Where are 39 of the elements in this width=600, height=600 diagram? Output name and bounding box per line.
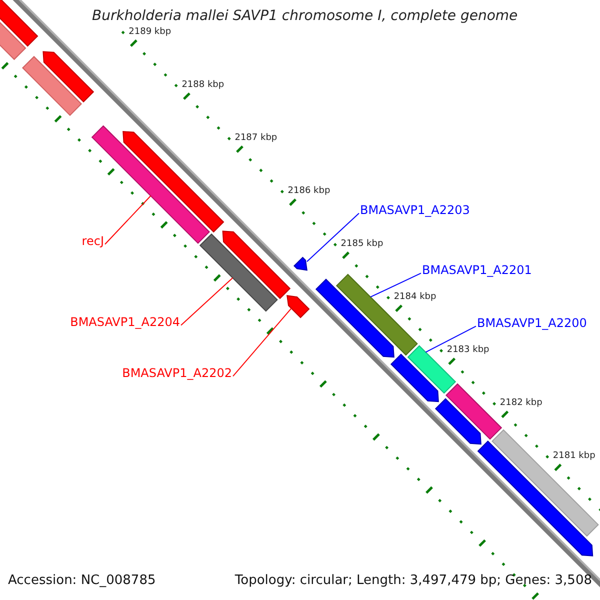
- scale-label: 2185 kbp: [340, 240, 384, 250]
- leader-line: [306, 212, 360, 262]
- gene-feature: [22, 56, 82, 116]
- gene-feature: [390, 354, 439, 402]
- gene-label: BMASAVP1_A2203: [360, 204, 470, 218]
- gene-feature: [477, 440, 594, 556]
- accession-text: Accession: NC_008785: [8, 574, 156, 588]
- gene-label: BMASAVP1_A2200: [477, 317, 587, 330]
- leader-line: [425, 326, 476, 353]
- scale-label: 2186 kbp: [288, 187, 330, 198]
- genome-info-text: Topology: circular; Length: 3,497,479 bp; Genes: 3,508: [234, 574, 592, 588]
- scale-label: 2184 kbp: [394, 293, 436, 304]
- leader-line: [370, 272, 422, 298]
- gene-feature: [42, 51, 94, 102]
- gene-label: BMASAVP1_A2201: [422, 264, 532, 278]
- gene-feature: [336, 274, 418, 356]
- scale-label: 2189 kbp: [128, 28, 172, 38]
- gene-feature: [434, 398, 482, 445]
- gene-label: recJ: [82, 235, 104, 248]
- gene-feature: [315, 278, 394, 358]
- scale-label: 2182 kbp: [500, 399, 542, 410]
- gene-feature: [286, 295, 310, 318]
- gene-feature: [222, 230, 291, 300]
- gene-feature: [122, 130, 224, 233]
- gene-feature: [446, 383, 502, 440]
- map-title: Burkholderia mallei SAVP1 chromosome I, complete genome: [92, 9, 518, 24]
- scale-label: 2187 kbp: [234, 134, 278, 144]
- gene-label: BMASAVP1_A2204: [70, 316, 180, 330]
- leader-line: [104, 195, 152, 245]
- leader-line: [180, 277, 234, 326]
- gene-feature: [0, 0, 38, 47]
- scale-label: 2188 kbp: [182, 81, 224, 92]
- scale-label: 2183 kbp: [446, 346, 490, 356]
- gene-label: BMASAVP1_A2202: [122, 367, 232, 380]
- gene-feature: [294, 256, 308, 271]
- scale-label: 2181 kbp: [552, 452, 596, 462]
- gene-feature: [199, 233, 278, 312]
- leader-line: [232, 308, 292, 377]
- gene-feature: [492, 429, 599, 537]
